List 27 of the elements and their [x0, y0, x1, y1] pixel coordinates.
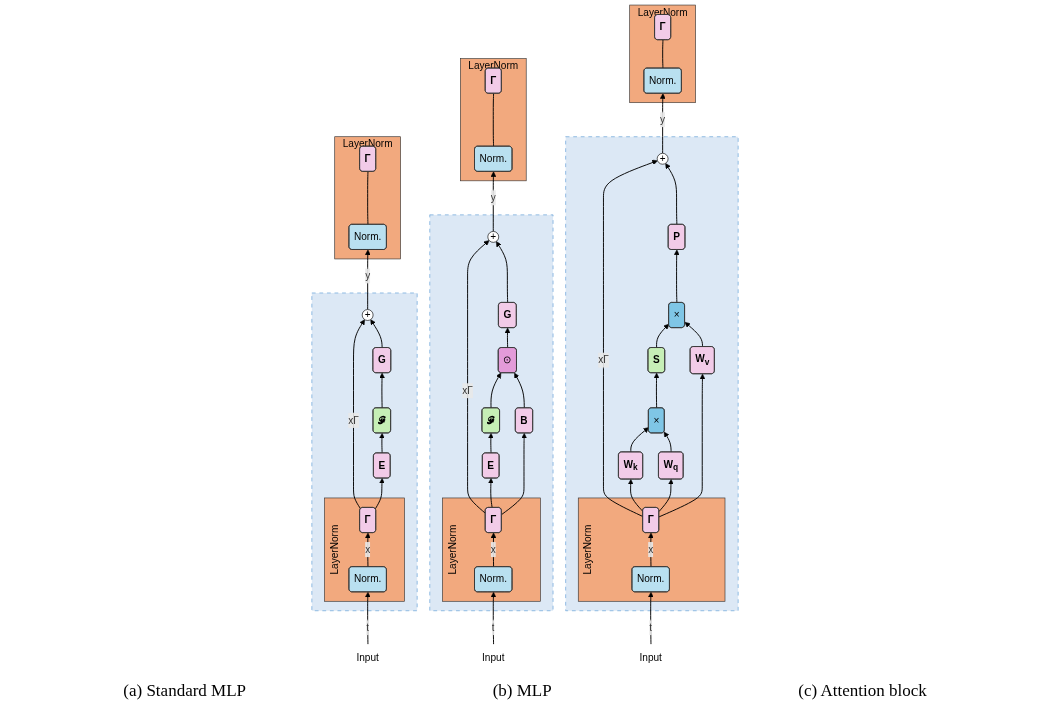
edge-label: y [660, 114, 666, 125]
node-circle: + [656, 153, 669, 165]
connector [492, 93, 495, 147]
edge-label: xΓ [348, 414, 359, 426]
connector [662, 39, 664, 69]
cluster [311, 292, 418, 612]
node-text: Input [482, 651, 505, 663]
panel-caption: (b) MLP [492, 681, 552, 701]
edge-label: x [490, 543, 496, 555]
cluster [429, 214, 554, 612]
panel-caption: (a) Standard MLP [123, 681, 247, 701]
connector [367, 171, 369, 226]
edge-label: x [648, 543, 654, 555]
edge-label: t [366, 622, 370, 633]
edge-label: y [490, 192, 496, 203]
edge-label: xΓ [462, 385, 473, 396]
edge-label: t [649, 622, 653, 633]
edge-label: xΓ [598, 354, 609, 366]
node-text: Input [639, 651, 662, 663]
edge-label: t [491, 622, 495, 633]
node-text: Input [356, 651, 379, 663]
edge-label: x [365, 543, 371, 555]
node-circle: + [361, 309, 374, 321]
cluster [565, 136, 739, 612]
node-circle: + [487, 231, 500, 243]
panel-caption: (c) Attention block [798, 681, 927, 701]
edge-label: y [365, 270, 371, 281]
